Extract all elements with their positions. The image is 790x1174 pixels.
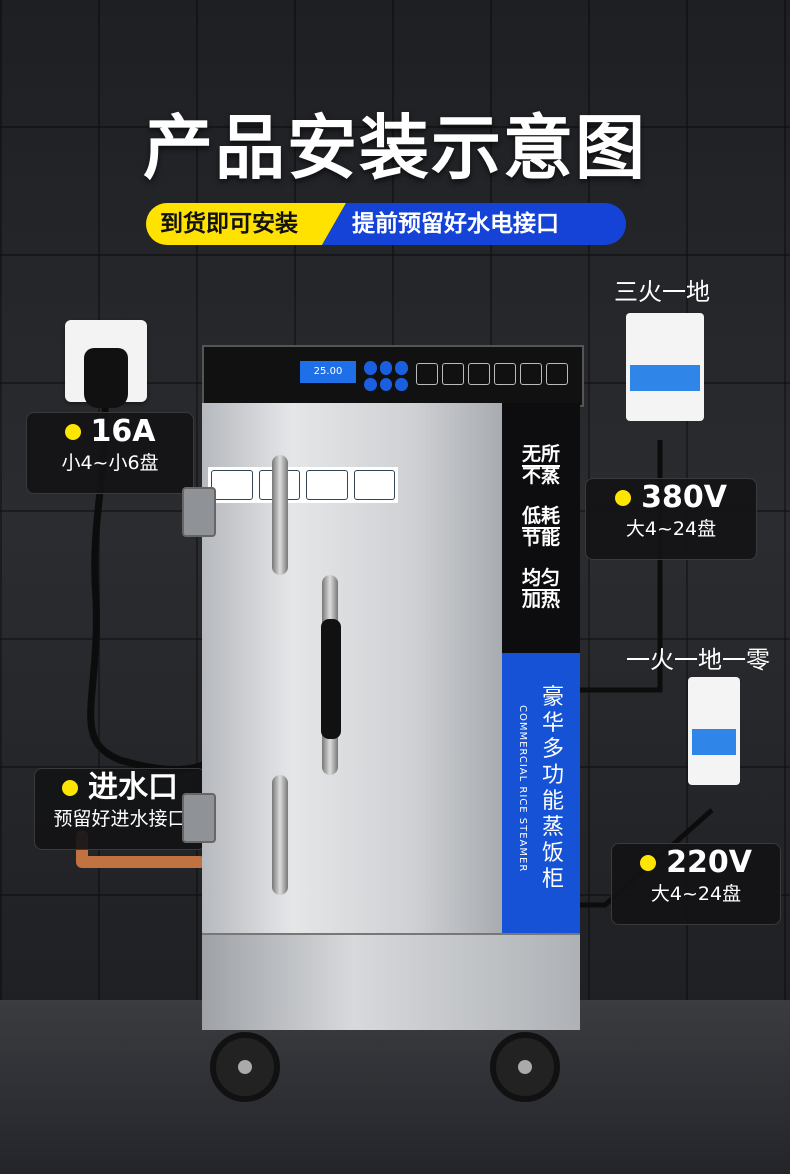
door-hinge-top [182,487,216,537]
callout-380v: 380V 大4~24盘 [585,478,757,560]
label-three-phase: 三火一地 [614,278,710,306]
control-panel: 25.00 [202,345,584,407]
callout-220v-sub: 大4~24盘 [650,883,742,905]
caster-wheel-left [210,1032,280,1102]
callout-16a: 16A 小4~小6盘 [26,412,194,494]
callout-water-main: 进水口 [88,770,178,805]
bullet-dot [640,855,657,871]
banner-left: 到货即可安装 [146,203,346,245]
feature-2: 低耗节能 [521,505,560,549]
door-handle-lower [272,775,288,895]
cabinet-door [202,403,502,933]
cabinet-base [202,933,580,1030]
label-single-phase: 一火一地一零 [626,646,770,674]
power-plug [84,348,128,408]
breaker-three-pole [626,313,704,421]
callout-220v-main: 220V [666,845,752,880]
door-handle-upper [272,455,288,575]
vertical-title-cn: 豪华多功能蒸饭柜 [541,685,564,892]
callout-220v: 220V 大4~24盘 [611,843,781,925]
feature-3: 均匀加热 [521,567,560,611]
feature-1: 无所不蒸 [521,443,560,487]
certification-labels [208,467,398,503]
breaker-two-pole [688,677,740,785]
callout-380v-main: 380V [641,480,727,515]
door-hinge-bottom [182,793,216,843]
page-title: 产品安装示意图 [143,107,647,189]
bullet-dot [62,780,78,796]
bullet-dot [64,424,81,440]
callout-water-sub: 预留好进水接口 [53,808,187,830]
vertical-title-en: COMMERCIAL RICE STEAMER [517,705,528,873]
rice-steamer-cabinet: 25.00 无所不蒸 低耗节能 均匀加热 豪华多功能蒸饭柜 COMMERCIAL… [182,345,584,1030]
caster-wheel-right [490,1032,560,1102]
lcd-display: 25.00 [300,361,356,383]
callout-16a-sub: 小4~小6盘 [61,452,159,474]
callout-380v-sub: 大4~24盘 [625,518,717,540]
banner-right: 提前预留好水电接口 [322,203,626,245]
handle-grip [321,619,341,739]
side-blue-panel [502,653,580,933]
function-icons [416,363,568,385]
water-pipe-horizontal [76,856,206,868]
callout-16a-main: 16A [90,414,156,449]
callout-water-inlet: 进水口 预留好进水接口 [34,768,206,850]
bullet-dot [615,490,632,506]
control-buttons [364,361,408,391]
